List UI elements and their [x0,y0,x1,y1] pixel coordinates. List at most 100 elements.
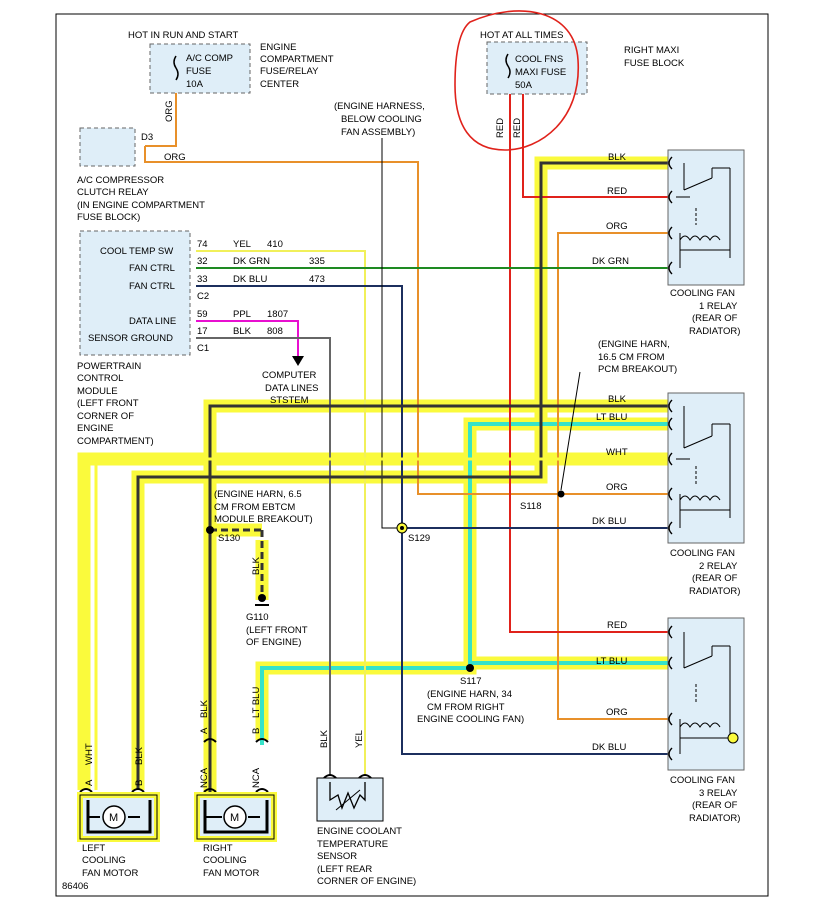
blk-wire-relay1 [136,161,668,790]
relay1-label-3: (REAR OF [692,313,738,324]
harness-note-1: (ENGINE HARNESS, [334,101,425,112]
r1-blk-label: BLK [608,152,627,163]
pcm-row-label-2: FAN CTRL [129,281,175,292]
relay3-label-4: RADIATOR) [689,813,740,824]
pcm-row-label-4: SENSOR GROUND [88,333,173,344]
relay-connectors [668,156,673,761]
pcm-row-color-0: YEL [233,239,251,250]
pcm-row-color-1: DK GRN [233,256,270,267]
harness-leader [381,138,402,529]
pcm-row-label-0: COOL TEMP SW [100,246,173,257]
right-wire-b: LT BLU [251,687,262,718]
s117-note-1: (ENGINE HARN, 34 [427,689,512,700]
right-motor-symbol: M [230,812,239,824]
red-label-1: RED [495,118,506,138]
pcm-row-pin-3: 59 [197,309,208,320]
data-line-arrow [292,356,304,366]
r2-blk-label: BLK [608,394,627,405]
ac-relay-label-1: A/C COMPRESSOR [77,175,164,186]
s117-note-2: CM FROM RIGHT [427,702,505,713]
ac-fuse-location-4: CENTER [260,79,299,90]
s130-note-2: CM FROM EBTCM [214,502,295,513]
g110-id: G110 [246,612,269,623]
right-nca-a: NCA [199,767,210,788]
r2-org-label: ORG [606,482,628,493]
highlight-circle [454,10,579,151]
ect-label-2: TEMPERATURE [317,839,388,850]
relay1-label-1: COOLING FAN [670,288,735,299]
pcm-row-pin-4: 17 [197,326,208,337]
ect-label-3: SENSOR [317,851,357,862]
pcm-label-3: MODULE [77,386,118,397]
relay-3 [667,617,745,771]
r3-org-label: ORG [606,707,628,718]
ac-fuse-location-2: COMPARTMENT [260,54,334,65]
g110-note-1: (LEFT FRONT [246,625,308,636]
pcm-label-2: CONTROL [77,373,123,384]
ppl-wire [196,320,299,358]
s130-blk-label: BLK [251,556,262,575]
maxi-fuse-line1: COOL FNS [515,54,563,65]
right-motor-label-3: FAN MOTOR [203,868,259,879]
r1-dkgrn-label: DK GRN [592,256,629,267]
right-fan-motor [194,792,277,842]
maxi-fuse-location-2: FUSE BLOCK [624,58,685,69]
sensor-ground-wire [196,337,331,776]
s117-dot [466,664,474,672]
pcm-label-7: COMPARTMENT) [77,436,154,447]
ect-sensor [316,777,384,822]
pcm-row-pin-0: 74 [197,239,208,250]
ect-label-5: CORNER OF ENGINE) [317,876,416,887]
s118-leader [560,371,581,491]
data-lines-2: DATA LINES [265,383,319,394]
maxi-fuse-line2: MAXI FUSE [515,67,566,78]
s117-note-3: ENGINE COOLING FAN) [417,714,524,725]
s118-note-2: 16.5 CM FROM [598,352,665,363]
left-pin-a: A [84,779,95,786]
relay1-label-2: 1 RELAY [699,301,738,312]
right-pin-b: B [251,728,262,734]
ac-relay-label-3: (IN ENGINE COMPARTMENT [77,200,205,211]
relay3-label-1: COOLING FAN [670,775,735,786]
right-wire-a: BLK [199,699,210,718]
s130-note-3: MODULE BREAKOUT) [214,514,313,525]
pcm-conn-c1: C1 [197,343,209,354]
pcm-label-5: CORNER OF [77,411,134,422]
r1-red-label: RED [607,186,627,197]
g110-note-2: OF ENGINE) [246,637,301,648]
ac-fuse-line1: A/C COMP [186,53,233,64]
ac-fuse-symbol [173,55,179,81]
ac-fuse-box [149,43,251,94]
ac-fuse-header: HOT IN RUN AND START [128,30,239,41]
pcm-row-circuit-1: 335 [309,256,325,267]
left-motor-label-3: FAN MOTOR [82,868,138,879]
data-lines-3: STSTEM [270,395,309,406]
red-wire-relay3 [509,92,668,633]
red-wire-relay1 [522,92,668,198]
data-lines-1: COMPUTER [262,370,317,381]
pcm-row-circuit-4: 808 [267,326,283,337]
left-motor-symbol: M [109,812,118,824]
ac-fuse-location-1: ENGINE [260,42,296,53]
maxi-fuse-box [486,41,588,95]
ect-label-4: (LEFT REAR [317,864,372,875]
wht-wire [94,457,668,790]
right-pin-a: A [199,727,210,734]
r3-red-label: RED [607,620,627,631]
s130-id: S130 [218,533,240,544]
pcm-row-label-1: FAN CTRL [129,263,175,274]
ac-fuse-location-3: FUSE/RELAY [260,66,319,77]
ac-relay-label-2: CLUTCH RELAY [77,187,149,198]
relay3-label-3: (REAR OF [692,800,738,811]
pcm-row-circuit-3: 1807 [267,309,288,320]
diagram-frame [55,13,769,897]
r2-ltblu-label: LT BLU [596,412,627,423]
maxi-fuse-location-1: RIGHT MAXI [624,45,679,56]
pcm-row-color-4: BLK [233,326,252,337]
ac-fuse-line2: FUSE [186,66,211,77]
ac-relay-box [79,127,136,167]
relay-2 [667,392,745,544]
pcm-label-4: (LEFT FRONT [77,398,139,409]
diagram-id: 86406 [62,881,88,892]
pcm-label-1: POWERTRAIN [77,361,141,372]
